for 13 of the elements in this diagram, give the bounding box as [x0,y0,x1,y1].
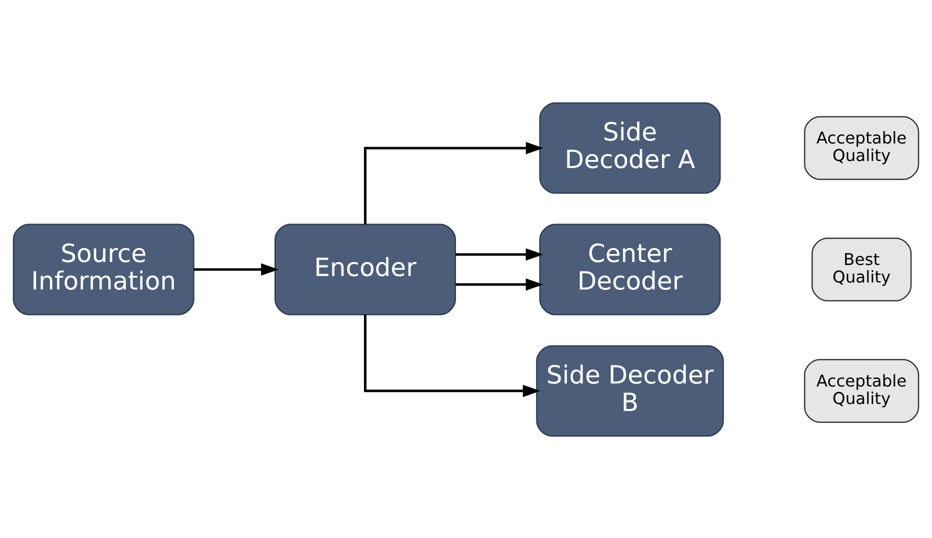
node-box: Side Decoder A [539,102,721,194]
arrow [456,248,544,260]
node-box: Acceptable Quality [804,116,920,180]
node-box: Side Decoder B [536,344,724,436]
node-box: Source Information [12,223,194,315]
arrow [456,278,544,290]
node-box: Best Quality [812,237,912,301]
node-box: Acceptable Quality [804,358,920,422]
arrow [194,262,279,276]
arrow [364,141,544,224]
arrow [364,314,540,397]
node-box: Center Decoder [539,223,721,315]
node-box: Encoder [274,223,456,315]
